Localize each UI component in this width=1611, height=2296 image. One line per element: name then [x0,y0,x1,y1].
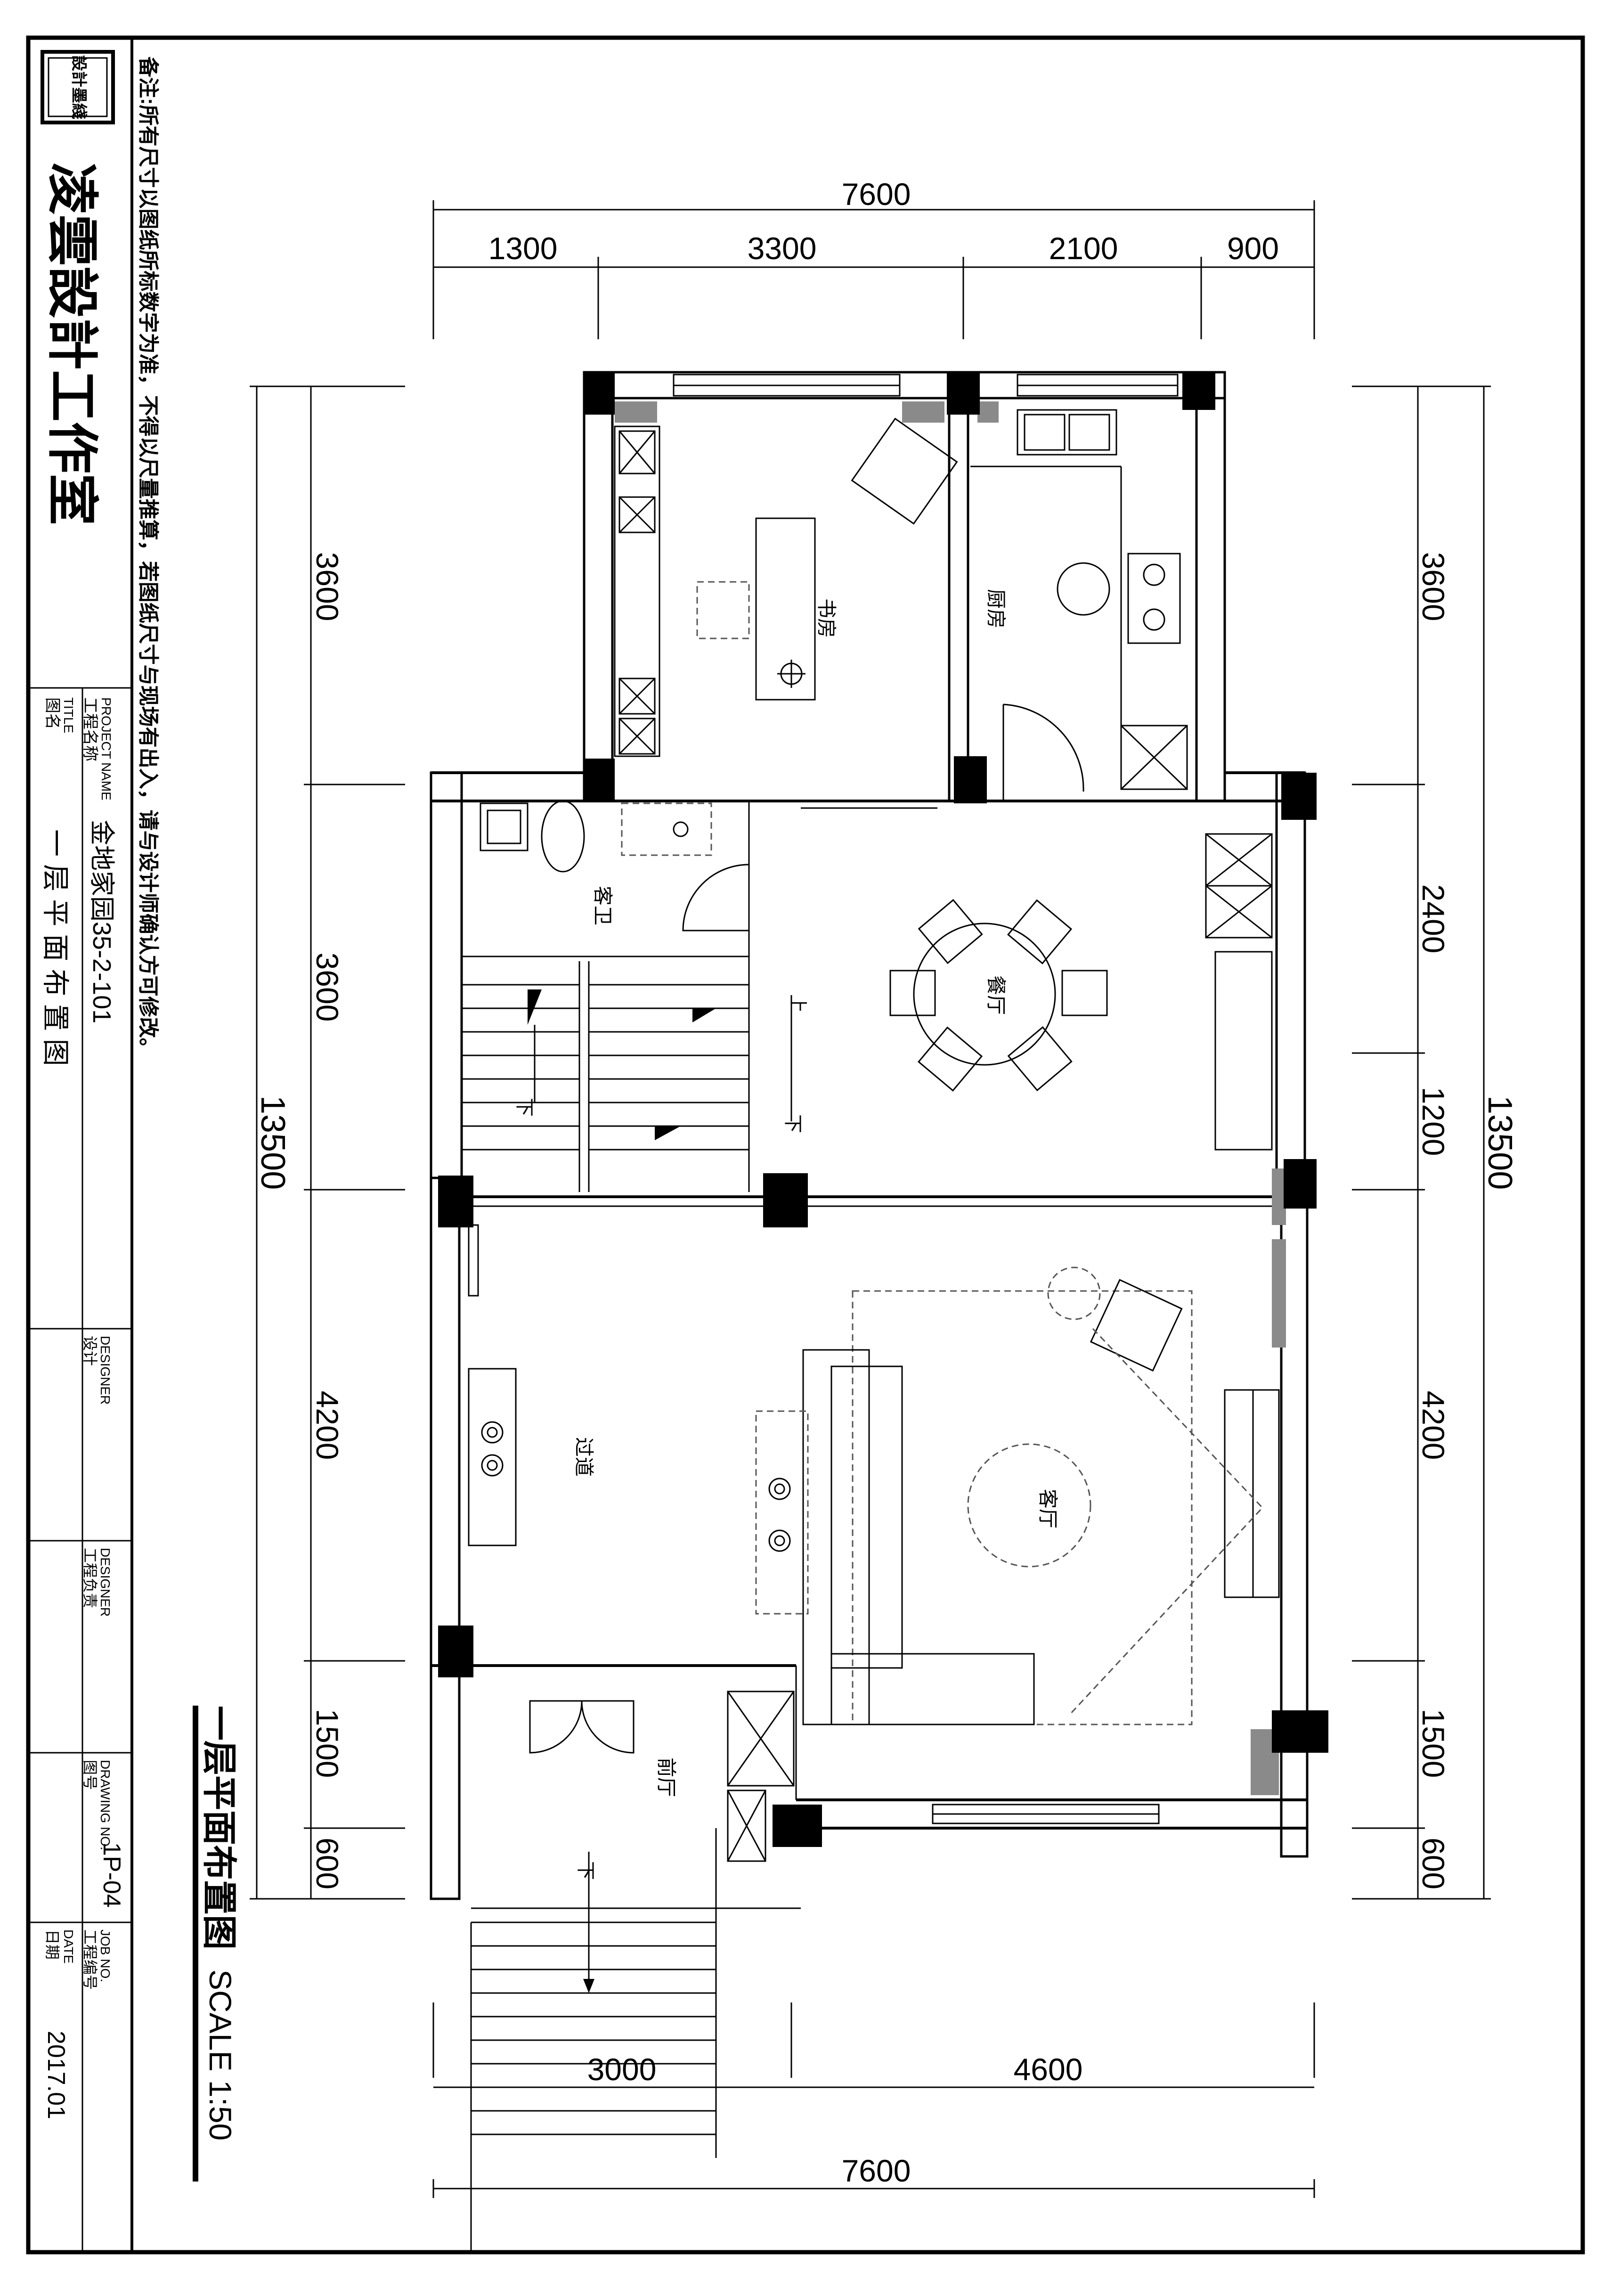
scale: SCALE 1:50 [203,1969,238,2141]
dim-bottom-seg-1: 3000 [587,2052,657,2087]
room-label-dining: 餐厅 [985,975,1007,1015]
project-name-label: 工程名称 [81,697,99,761]
dim-left-seg-3: 4200 [310,1391,345,1460]
dim-right-seg-6: 600 [1416,1838,1451,1889]
stair-label-up: 上 [787,994,808,1013]
designer-label-en: DESIGNER [98,1336,113,1405]
entrance-steps [470,1852,716,2252]
dim-right-seg-1: 3600 [1416,552,1451,621]
drawing-no: 1P-04 [98,1842,125,1908]
title-block: 設計墨綫 凌雲設計工作室 工程名称 PROJECT NAME 金地家园35-2-… [28,50,132,2252]
project-name-label-en: PROJECT NAME [99,697,114,801]
dim-top-total: 7600 [842,177,911,212]
manager-label-en: DESIGNER [98,1548,113,1617]
guest-bath-fixtures [480,800,749,931]
structural-columns [438,372,1328,1847]
studio-name: 凌雲設計工作室 [43,163,101,525]
living-furniture [755,1266,1280,1725]
dim-top-seg-3: 2100 [1049,231,1118,266]
room-label-living: 客厅 [1037,1489,1059,1528]
kitchen-furniture [970,409,1188,801]
drawing-no-label: 图号 [81,1760,98,1790]
manager-label: 工程负责 [81,1548,98,1608]
dim-right-seg-4: 4200 [1416,1391,1451,1460]
title-label: 图名 [43,697,61,729]
dim-bottom-total: 7600 [842,2153,911,2188]
stair-label-down-2: 下 [782,1114,803,1133]
dining-furniture [801,807,1273,1151]
dim-left-seg-4: 1500 [310,1709,345,1778]
date: 2017.01 [42,2031,70,2119]
drawing-title: 一 层 平 面 布 置 图 [40,829,71,1066]
dim-top-seg-1: 1300 [488,231,558,266]
project-name: 金地家园35-2-101 [88,820,116,1023]
dim-right-seg-2: 2400 [1416,884,1451,954]
main-staircase [461,961,792,1192]
seal-text: 設計墨綫 [70,55,88,119]
corridor-fixtures [468,1224,517,1546]
plan-caption: 一层平面布置图 [200,1706,239,1950]
dim-top-seg-2: 3300 [748,231,817,266]
drawing-no-label-en: DRAWING NO. [98,1760,113,1850]
room-label-study: 书房 [815,598,838,638]
dim-left-seg-5: 600 [310,1838,345,1889]
walls [430,371,1309,2158]
job-no-label: 工程编号 [81,1929,98,1990]
room-label-corridor: 过道 [573,1437,595,1477]
dim-right-seg-5: 1500 [1416,1709,1451,1778]
stair-label-down-1: 下 [514,1098,535,1117]
inner-border [130,36,1584,2254]
drawing-note: 备注:所有尺寸以图纸所标数字为准，不得以尺量推算，若图纸尺寸与现场有出入，请与设… [137,57,160,1059]
studio-seal [41,50,115,124]
dim-left-seg-2: 3600 [310,953,345,1022]
dim-right-total: 13500 [1481,1095,1519,1190]
date-label: 日期 [44,1929,61,1960]
date-label-en: DATE [61,1929,76,1964]
job-no-label-en: JOB NO. [98,1929,113,1982]
study-furniture [614,417,958,757]
dim-bottom-seg-2: 4600 [1014,2052,1083,2087]
room-label-foyer: 前厅 [655,1757,677,1797]
designer-label: 设计 [81,1336,98,1366]
room-label-kitchen: 厨房 [985,589,1007,629]
dim-left-total: 13500 [254,1095,292,1190]
title-label-en: TITLE [61,697,76,733]
dim-top-seg-4: 900 [1227,231,1279,266]
foyer-fixtures [471,1691,795,1923]
dim-right-seg-3: 1200 [1416,1087,1451,1156]
stair-label-down-entrance: 下 [575,1861,596,1880]
dim-left-seg-1: 3600 [310,552,345,621]
room-label-guest-bath: 客卫 [592,886,614,925]
